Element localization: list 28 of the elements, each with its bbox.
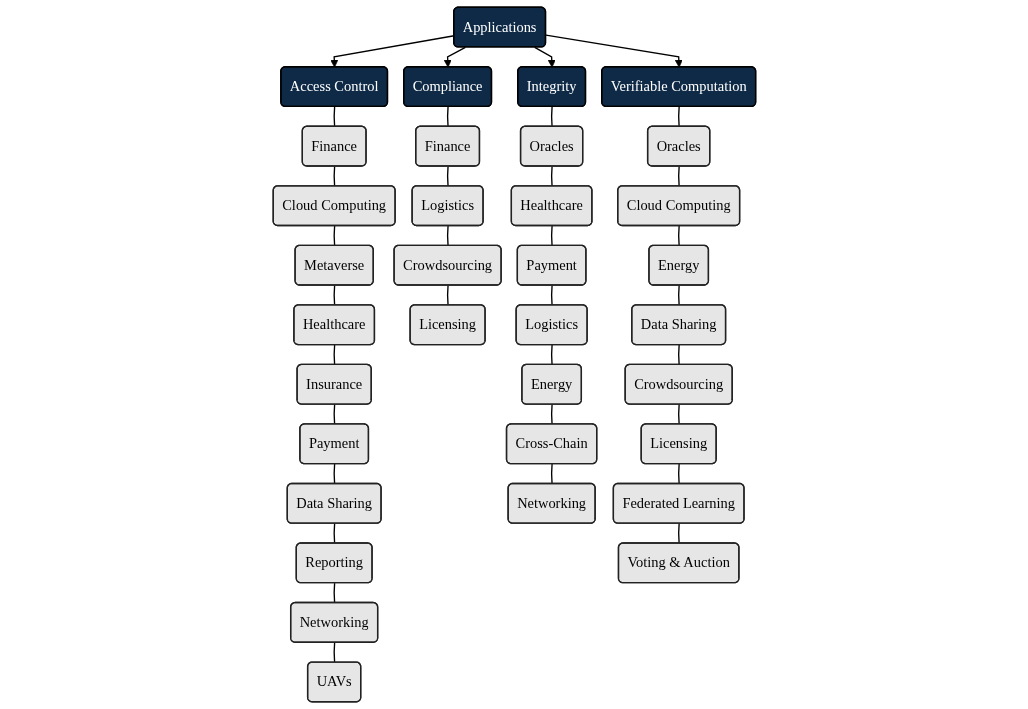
- connector: [446, 106, 449, 128]
- connector: [550, 165, 553, 187]
- connector: [333, 225, 335, 247]
- connector: [550, 344, 553, 366]
- connector: [677, 522, 680, 545]
- connector: [677, 463, 680, 485]
- connector: [333, 522, 335, 545]
- connector: [677, 106, 680, 128]
- connector: [446, 284, 449, 306]
- connector: [446, 165, 449, 187]
- arrow: [443, 46, 466, 68]
- connector: [446, 225, 449, 247]
- connector: [333, 463, 335, 485]
- arrow: [533, 46, 556, 68]
- connector: [333, 284, 335, 306]
- connector: [333, 642, 335, 664]
- connector: [550, 463, 553, 485]
- connector: [677, 344, 680, 366]
- connector: [550, 284, 553, 306]
- connector: [677, 284, 680, 306]
- connector: [550, 106, 553, 128]
- connector: [333, 344, 335, 366]
- connector: [677, 165, 680, 187]
- connector: [333, 582, 335, 604]
- connector: [550, 225, 553, 247]
- connector: [333, 106, 335, 128]
- connector: [677, 225, 680, 247]
- connector: [333, 165, 335, 187]
